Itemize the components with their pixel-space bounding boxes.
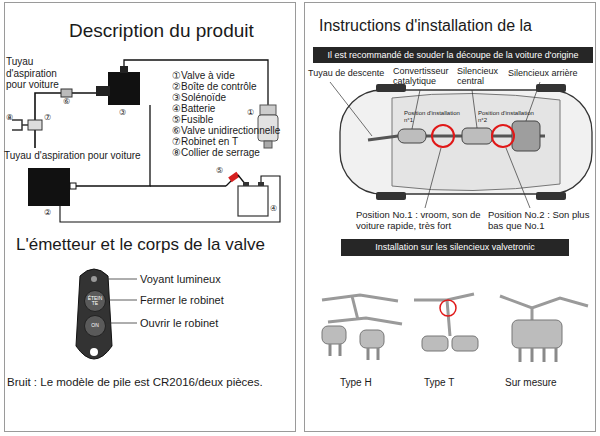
vacuum-hose [35,93,100,148]
position-marker [492,125,514,147]
legend-item: ①Valve à vide [172,70,235,82]
legend-item: ⑧Collier de serrage [172,147,260,159]
callout-number: ③ [119,108,126,117]
legend-item: ②Boîte de contrôle [172,81,257,93]
muffler [422,336,448,351]
callout-number: ② [44,208,51,217]
section-band: Il est recommandé de souder la découpe d… [313,47,593,63]
muffler [360,330,384,348]
type-t-pipes [414,294,474,336]
muffler [452,336,478,351]
battery [238,186,268,216]
callout-number: ④ [270,204,277,213]
panel-heading: Instructions d'installation de la [319,17,532,35]
keyring-hole [90,348,98,356]
leader-line [506,148,530,208]
exhaust-tip [520,348,556,362]
remote-button: ÉTEIN TE [84,290,106,312]
leader-line [412,90,420,129]
catalytic-converter [398,129,426,143]
valve-top [260,105,276,115]
type-label: Sur mesure [505,377,557,389]
band-text: Il est recommandé de souder la découpe d… [328,51,579,60]
button-text: ÉTEIN TE [87,296,103,307]
callout-number: ⑦ [44,113,51,122]
power-wire [150,185,226,186]
callout-number: ⑧ [6,113,13,122]
fuse [228,172,240,183]
remote-label: Ouvrir le robinet [140,317,218,330]
callout-number: ① [247,108,254,117]
custom-pipes [500,296,588,322]
leader-line [106,300,137,301]
center-muffler [462,128,492,144]
exhaust-tip [330,344,378,360]
position-marker [432,125,454,147]
control-wire [76,105,150,186]
legend-item: ③Solénoïde [172,92,226,104]
position-caption: Position No.1 : vroom, son de voiture ra… [356,210,484,232]
callout-number: ⑤ [216,166,223,175]
type-h-pipes [322,295,402,324]
connector [70,183,76,189]
ground-wire [60,176,280,222]
band-text: Installation sur les silencieux valvetro… [375,243,535,252]
leader-line [106,323,137,324]
remote-label: Voyant lumineux [140,273,221,286]
legend-item: ④Batterie [172,103,215,115]
section-band: Installation sur les silencieux valvetro… [341,239,569,256]
part-label: Tuyau de descente [308,68,384,78]
wheel [376,192,406,200]
leader-line [98,279,137,280]
position-label: Position d'installation n°1 [404,110,460,124]
indicator-light [91,276,97,282]
panel-heading: L'émetteur et le corps de la valve [16,236,265,255]
vacuum-line [124,60,268,105]
leader-line [330,82,372,136]
control-box [28,168,70,206]
type-label: Type H [340,377,372,389]
remote-button: ON [84,315,106,337]
car-cabin [392,93,560,190]
valve-stem [264,141,272,148]
panel-heading: Description du produit [69,21,254,42]
part-label: Convertisseur catalytique [393,66,459,87]
type-label: Type T [424,377,454,389]
check-valve [61,89,72,97]
remote-body [76,269,112,359]
rear-muffler [512,121,540,151]
part-label: Silencieux central [457,66,507,87]
part-label: Tuyau d'aspiration pour voiture [4,150,141,162]
leader-line [472,90,477,128]
callout-number: ⑥ [63,97,70,106]
wheel [536,84,566,92]
button-text: ON [87,323,103,328]
muffler [322,326,346,344]
part-label: Tuyau d'aspiration pour voiture [6,56,66,91]
battery-terminal [258,182,264,186]
position-marker [440,300,456,316]
solenoid-port [96,86,110,96]
t-fitting [28,120,42,130]
remote-label: Fermer le robinet [140,294,224,307]
leader-line [425,148,441,208]
position-caption: Position No.2 : Son plus bas que No.1 [488,210,592,232]
wheel [536,192,566,200]
legend-item: ⑦Robinet en T [172,136,238,148]
legend-item: ⑤Fusible [172,114,213,126]
part-label: Silencieux arrière [508,68,578,78]
position-label: Position d'installation n°2 [478,110,534,124]
note: Bruit : Le modèle de pile est CR2016/deu… [7,376,263,389]
legend-item: ⑥Valve unidirectionnelle [172,125,280,137]
solenoid-body [108,72,140,105]
muffler [512,320,562,348]
solenoid-port [120,66,128,73]
hose-clamp [12,120,22,130]
battery-terminal [243,182,249,186]
t-branch [22,124,28,126]
car-body [340,90,592,194]
